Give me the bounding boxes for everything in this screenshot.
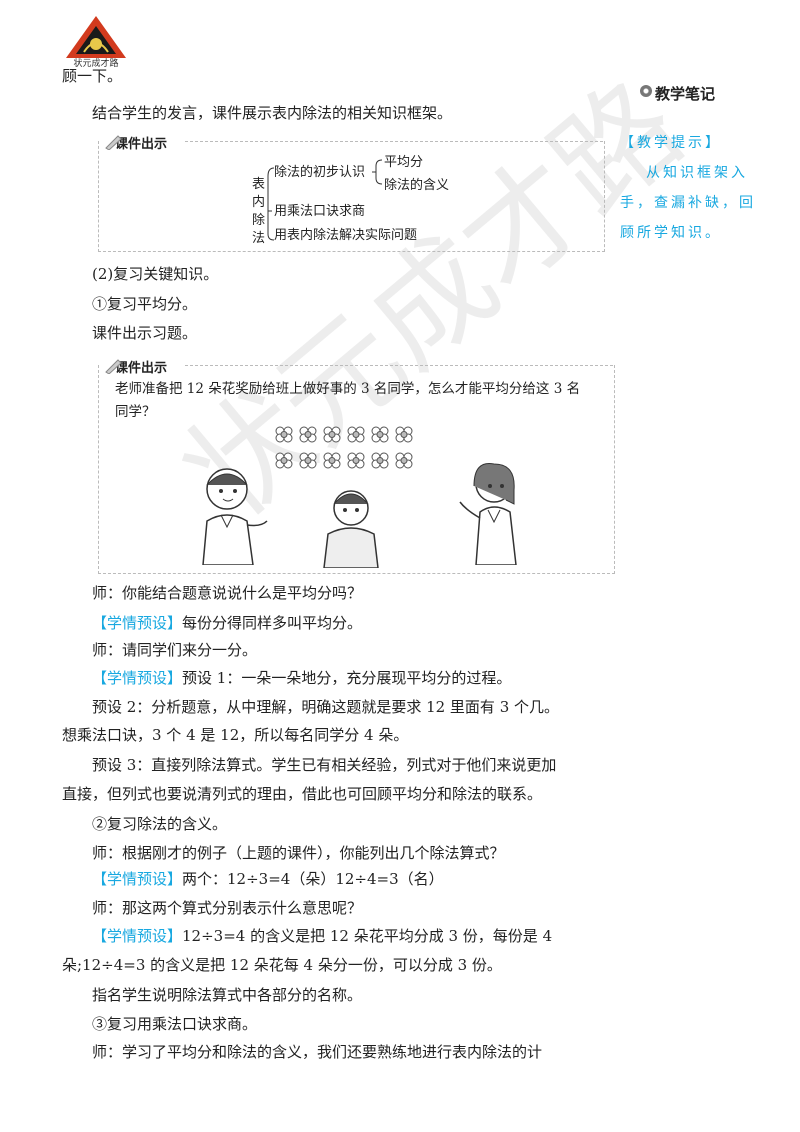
- question-line-2: 同学？: [115, 404, 156, 420]
- flowers-illustration: [275, 426, 413, 469]
- box2-frame: [98, 365, 615, 574]
- text-line: 12÷3=4 的含义是把 12 朵花平均分成 3 份，每份是 4: [182, 927, 553, 945]
- branch-1: 除法的初步认识: [274, 165, 366, 180]
- text-line: 师：请同学们来分一分。: [92, 641, 258, 659]
- text-line: 指名学生说明除法算式中各部分的名称。: [92, 986, 363, 1004]
- preset-tag: 【学情预设】: [92, 927, 183, 945]
- tip-line-2: 手，查漏补缺，回: [620, 195, 756, 211]
- box1-frame: [98, 141, 605, 252]
- text-line: (2)复习关键知识。: [92, 265, 219, 283]
- tip-line-3: 顾所学知识。: [620, 225, 722, 241]
- text-line: ②复习除法的含义。: [92, 815, 228, 833]
- root-char: 内: [252, 195, 266, 210]
- logo-icon: [66, 16, 126, 58]
- note-bullet-icon: [640, 85, 652, 97]
- question-line-1: 老师准备把 12 朵花奖励给班上做好事的 3 名同学，怎么才能平均分给这 3 名: [115, 381, 581, 397]
- text-line: 师：你能结合题意说说什么是平均分吗？: [92, 584, 363, 602]
- branch-3: 用表内除法解决实际问题: [274, 228, 418, 243]
- girl-right-illustration: [459, 462, 517, 565]
- text-line: 两个：12÷3=4（朵）12÷4=3（名）: [182, 870, 444, 888]
- pencil-icon: [105, 359, 122, 374]
- preset-tag: 【学情预设】: [92, 870, 183, 888]
- text-line: 想乘法口诀，3 个 4 是 12，所以每名同学分 4 朵。: [62, 726, 409, 744]
- text-line: 直接，但列式也要说清列式的理由，借此也可回顾平均分和除法的联系。: [62, 785, 543, 803]
- logo-caption: 状元成才路: [73, 59, 119, 69]
- boy-left-illustration: [202, 468, 268, 565]
- branch-2: 用乘法口诀求商: [274, 204, 366, 219]
- root-char: 除: [252, 213, 266, 228]
- text-line: 师：那这两个算式分别表示什么意思呢？: [92, 899, 363, 917]
- text-line: ①复习平均分。: [92, 295, 198, 313]
- text-line: 预设 2：分析题意，从中理解，明确这题就是要求 12 里面有 3 个几。: [92, 698, 560, 716]
- root-char: 表: [252, 177, 266, 192]
- text-line: 预设 3：直接列除法算式。学生已有相关经验，列式对于他们来说更加: [92, 756, 557, 774]
- preset-tag: 【学情预设】: [92, 669, 183, 687]
- text-line: 每份分得同样多叫平均分。: [182, 614, 363, 632]
- tip-line-1: 从知识框架入: [646, 165, 748, 181]
- tip-label: 【教学提示】: [620, 135, 722, 151]
- text-line: 预设 1：一朵一朵地分，充分展现平均分的过程。: [182, 669, 512, 687]
- box2-header: 课件出示: [115, 361, 168, 376]
- notes-title: 教学笔记: [655, 85, 716, 103]
- preset-tag: 【学情预设】: [92, 614, 183, 632]
- branch-1b: 除法的含义: [384, 178, 450, 193]
- tree-brackets: [267, 159, 383, 241]
- text-line: 师：根据刚才的例子（上题的课件），你能列出几个除法算式？: [92, 844, 505, 862]
- text-line: 朵;12÷4=3 的含义是把 12 朵花每 4 朵分一份，可以分成 3 份。: [62, 956, 502, 974]
- box1-header: 课件出示: [115, 137, 168, 152]
- text-line: 顾一下。: [62, 67, 123, 85]
- root-char: 法: [252, 231, 266, 246]
- text-line: 师：学习了平均分和除法的含义，我们还要熟练地进行表内除法的计: [92, 1043, 543, 1061]
- boy-middle-illustration: [323, 490, 379, 568]
- text-line: ③复习用乘法口诀求商。: [92, 1015, 258, 1033]
- text-line: 结合学生的发言，课件展示表内除法的相关知识框架。: [92, 104, 453, 122]
- branch-1a: 平均分: [384, 155, 424, 170]
- text-line: 课件出示习题。: [92, 324, 198, 342]
- pencil-icon: [105, 135, 122, 150]
